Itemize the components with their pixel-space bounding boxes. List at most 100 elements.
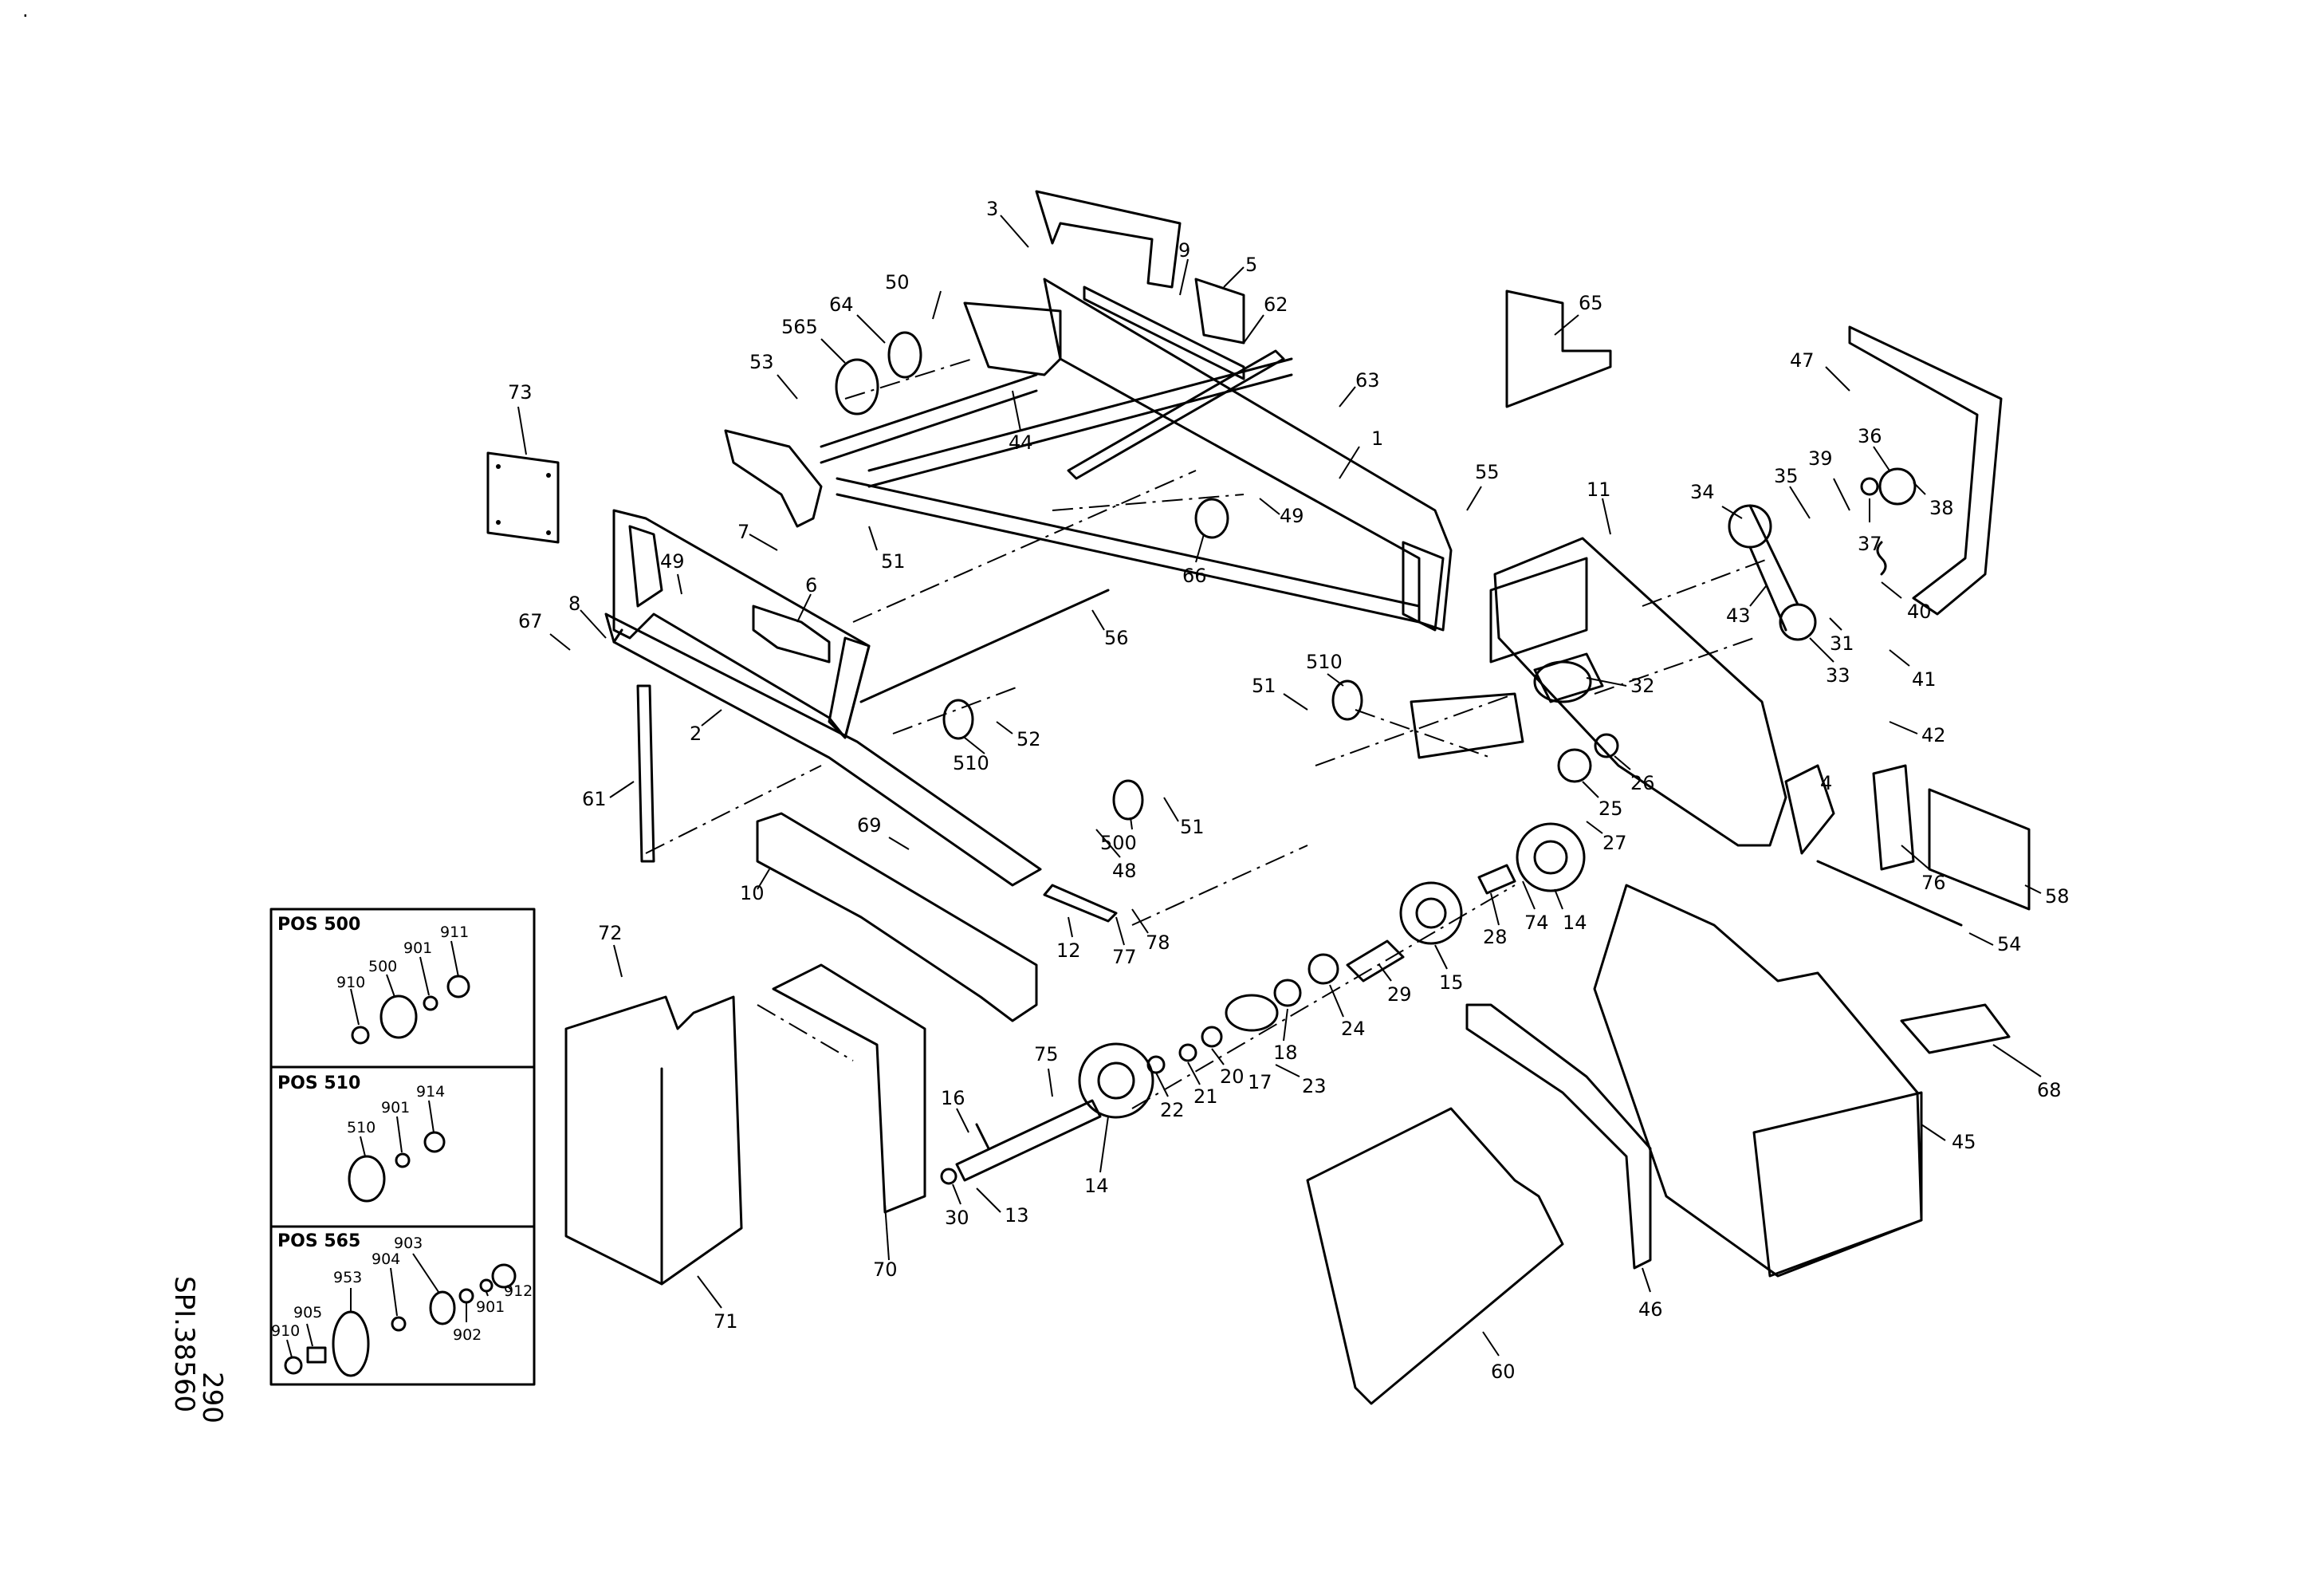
bracket-10	[756, 812, 1038, 1022]
rear-beam-1	[1043, 278, 1453, 632]
shaft-29	[1346, 939, 1405, 983]
pos565-label-953: 953	[333, 1269, 362, 1286]
bar-62	[1067, 349, 1285, 480]
label-61: 61	[582, 788, 607, 810]
label-37: 37	[1858, 533, 1882, 555]
label-20: 20	[1220, 1065, 1245, 1088]
pos500-label-901: 901	[403, 939, 432, 957]
label-76: 76	[1921, 872, 1946, 894]
label-64: 64	[829, 293, 854, 316]
side-text: 290 SPI.38560	[168, 1276, 228, 1424]
sprocket-34	[1728, 504, 1772, 549]
pulley-565	[835, 358, 879, 415]
label-77: 77	[1112, 946, 1137, 968]
label-12: 12	[1056, 939, 1081, 962]
frame-76	[1872, 764, 1915, 871]
main-frame-assembly	[604, 190, 1453, 1022]
label-51c: 51	[1180, 816, 1205, 838]
roller-66	[1194, 498, 1229, 539]
label-34: 34	[1690, 481, 1715, 503]
label-10: 10	[740, 882, 765, 904]
label-24: 24	[1341, 1018, 1366, 1040]
label-26: 26	[1630, 772, 1655, 794]
bracket-4	[1784, 764, 1835, 855]
roller-510-right	[1331, 679, 1363, 721]
pos565-label-910: 910	[271, 1322, 300, 1340]
pos500-label-910: 910	[336, 974, 365, 991]
label-23: 23	[1302, 1075, 1327, 1097]
label-14b: 14	[1563, 912, 1587, 934]
gear-14-right	[1516, 822, 1586, 892]
label-53: 53	[749, 351, 774, 373]
label-68: 68	[2037, 1079, 2062, 1101]
label-17: 17	[1248, 1071, 1272, 1093]
pos565-label-902: 902	[453, 1326, 482, 1344]
centre-lines	[645, 358, 1771, 1109]
label-69: 69	[857, 814, 882, 837]
label-41: 41	[1912, 668, 1937, 691]
label-75: 75	[1034, 1043, 1059, 1065]
ring-20	[1201, 1026, 1223, 1048]
side-plate-assembly	[1410, 537, 1963, 927]
inset-pos510: POS 510 510 901 914	[277, 1073, 446, 1203]
label-8: 8	[568, 593, 580, 615]
label-65: 65	[1579, 292, 1603, 314]
label-55: 55	[1475, 461, 1500, 483]
label-51b: 51	[1252, 675, 1276, 697]
disc-24	[1307, 953, 1339, 985]
shaft-54	[1816, 860, 1963, 927]
label-14a: 14	[1084, 1175, 1109, 1197]
sprocket-33	[1779, 603, 1817, 641]
pulley-14-left	[1078, 1042, 1154, 1119]
label-42: 42	[1921, 724, 1946, 746]
sleeve-28	[1477, 864, 1516, 895]
label-60: 60	[1491, 1361, 1516, 1383]
label-1: 1	[1371, 427, 1383, 450]
stand-61	[636, 684, 655, 863]
drawing-number: 290	[196, 1372, 228, 1424]
cover-60	[1306, 1107, 1564, 1405]
bearing-26	[1594, 733, 1619, 758]
label-28: 28	[1483, 926, 1508, 948]
label-45: 45	[1952, 1131, 1976, 1153]
label-54: 54	[1997, 933, 2022, 955]
label-22: 22	[1160, 1099, 1185, 1121]
label-565: 565	[781, 316, 818, 338]
pos500-label-500: 500	[368, 958, 397, 975]
inset-pos565-title: POS 565	[277, 1231, 360, 1251]
bearing-18	[1273, 979, 1302, 1007]
label-29: 29	[1387, 983, 1412, 1006]
gear-15	[1399, 881, 1463, 945]
label-35: 35	[1774, 465, 1799, 487]
pos565-label-903: 903	[394, 1235, 423, 1252]
pos565-label-905: 905	[293, 1304, 322, 1321]
label-72: 72	[598, 922, 623, 944]
label-71: 71	[714, 1310, 738, 1333]
roller-500	[1112, 779, 1144, 821]
label-33: 33	[1826, 664, 1850, 687]
cover-70	[772, 963, 926, 1214]
label-73: 73	[508, 381, 533, 404]
pos565-label-904: 904	[372, 1250, 400, 1268]
bearing-25	[1557, 748, 1592, 783]
rod-56	[859, 589, 1110, 703]
bracket-6	[752, 605, 831, 664]
label-7: 7	[737, 521, 749, 543]
label-15: 15	[1439, 971, 1464, 994]
label-3: 3	[986, 198, 998, 220]
label-56: 56	[1104, 627, 1129, 649]
label-36: 36	[1858, 425, 1882, 447]
label-70: 70	[873, 1258, 898, 1281]
sprocket-36	[1878, 467, 1917, 506]
pos510-label-914: 914	[416, 1083, 445, 1101]
bracket-65	[1505, 289, 1612, 408]
shaft-13	[955, 1099, 1102, 1182]
inset-panels: POS 500 910 500 901 911 POS 510 510 901	[269, 908, 536, 1386]
label-46: 46	[1638, 1298, 1663, 1321]
cheek-44	[963, 301, 1062, 376]
label-21: 21	[1193, 1085, 1218, 1108]
key-16	[975, 1123, 990, 1150]
label-78: 78	[1146, 931, 1170, 954]
label-5: 5	[1245, 254, 1257, 276]
